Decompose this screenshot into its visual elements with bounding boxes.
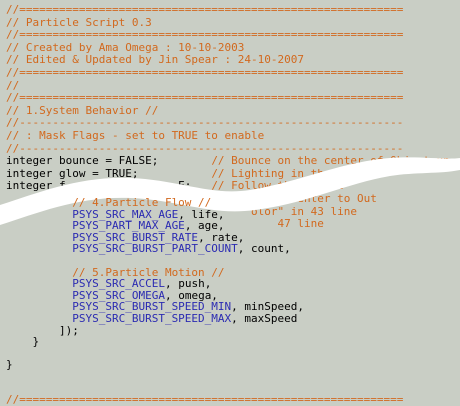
code-text: } bbox=[6, 335, 40, 349]
code-text: , minSpeed, bbox=[231, 300, 305, 314]
code-text: , life, bbox=[178, 207, 225, 221]
code-text: , push, bbox=[164, 277, 212, 291]
code-text: integer glow = TRUE; bbox=[6, 166, 212, 180]
code-comment: // 4.Particle Flow // bbox=[6, 196, 212, 209]
code-constant: PSYS_PART_MAX_AGE bbox=[6, 219, 185, 233]
code-line: } bbox=[6, 358, 13, 371]
code-comment: //--------------------------------------… bbox=[6, 116, 404, 130]
code-comment: // Particle Script 0.3 bbox=[6, 15, 152, 29]
code-comment: //======================================… bbox=[6, 3, 404, 16]
code-constant: PSYS_SRC_BURST_SPEED_MIN bbox=[6, 300, 232, 314]
code-line: PSYS_SRC_BURST_SPEED_MAX, maxSpeed bbox=[6, 312, 297, 325]
code-comment: // : Mask Flags - set to TRUE to enable bbox=[6, 129, 265, 142]
code-text: , count, bbox=[237, 242, 291, 256]
code-line: //--------------------------------------… bbox=[6, 142, 403, 155]
code-text: , age, bbox=[184, 219, 225, 233]
code-line: // Edited & Updated by Jin Spear : 24-10… bbox=[6, 53, 304, 66]
code-text: ]); bbox=[6, 323, 79, 337]
code-line: PSYS_SRC_BURST_PART_COUNT, count, bbox=[6, 242, 291, 255]
code-line: //======================================… bbox=[6, 66, 403, 79]
code-line: //======================================… bbox=[6, 28, 403, 41]
code-line: // Created by Ama Omega : 10-10-2003 bbox=[6, 41, 244, 54]
code-line: PSYS_SRC_BURST_SPEED_MIN, minSpeed, bbox=[6, 300, 304, 313]
code-line: PSYS_SRC_OMEGA, omega, bbox=[6, 289, 218, 302]
code-constant: PSYS_SRC_ACCEL bbox=[6, 277, 165, 291]
code-constant: PSYS_SRC_BURST_RATE bbox=[6, 230, 199, 244]
code-comment: //======================================… bbox=[6, 28, 404, 42]
code-text: , maxSpeed bbox=[231, 312, 298, 325]
code-text: } bbox=[6, 358, 13, 372]
code-comment: //======================================… bbox=[6, 66, 404, 79]
code-line: } bbox=[6, 335, 39, 348]
code-line: PSYS_SRC_MAX_AGE, life, bbox=[6, 207, 225, 221]
code-line: //======================================… bbox=[6, 3, 403, 16]
code-line: PSYS_SRC_ACCEL, push, bbox=[6, 277, 211, 290]
tear-band bbox=[0, 157, 460, 225]
code-line: // : Mask Flags - set to TRUE to enable bbox=[6, 129, 264, 142]
code-line: // 5.Particle Motion // bbox=[6, 265, 225, 279]
code-constant: PSYS_SRC_MAX_AGE bbox=[6, 207, 179, 221]
code-text: , rate, bbox=[198, 230, 245, 244]
code-line: //======================================… bbox=[6, 91, 403, 104]
code-comment: // Created by Ama Omega : 10-10-2003 bbox=[6, 40, 245, 54]
code-comment: //======================================… bbox=[6, 91, 404, 105]
code-line: ]); bbox=[6, 324, 79, 337]
code-constant: PSYS_SRC_OMEGA bbox=[6, 288, 165, 302]
code-line: PSYS_PART_MAX_AGE, age, bbox=[6, 219, 225, 233]
code-line: PSYS_SRC_BURST_RATE, rate, bbox=[6, 231, 244, 244]
code-text: integer bounce = FALSE; bbox=[6, 154, 212, 168]
code-constant: PSYS_SRC_BURST_PART_COUNT bbox=[6, 242, 238, 256]
code-constant: PSYS_SRC_BURST_SPEED_MAX bbox=[6, 312, 232, 325]
code-text: , omega, bbox=[164, 288, 218, 302]
code-comment: // bbox=[6, 78, 20, 92]
code-comment: 47 line bbox=[6, 217, 324, 231]
code-line: // 1.System Behavior // bbox=[6, 104, 158, 117]
code-comment: // 1.System Behavior // bbox=[6, 103, 159, 117]
code-comment: // 5.Particle Motion // bbox=[6, 265, 225, 279]
code-line: // 4.Particle Flow // bbox=[6, 196, 211, 209]
code-line: //--------------------------------------… bbox=[6, 116, 403, 129]
code-line: // bbox=[6, 79, 19, 92]
code-comment: // Edited & Updated by Jin Spear : 24-10… bbox=[6, 53, 305, 67]
code-line: // Particle Script 0.3 bbox=[6, 16, 152, 29]
code-comment: //--------------------------------------… bbox=[6, 141, 404, 155]
code-line: 47 line bbox=[6, 217, 324, 230]
